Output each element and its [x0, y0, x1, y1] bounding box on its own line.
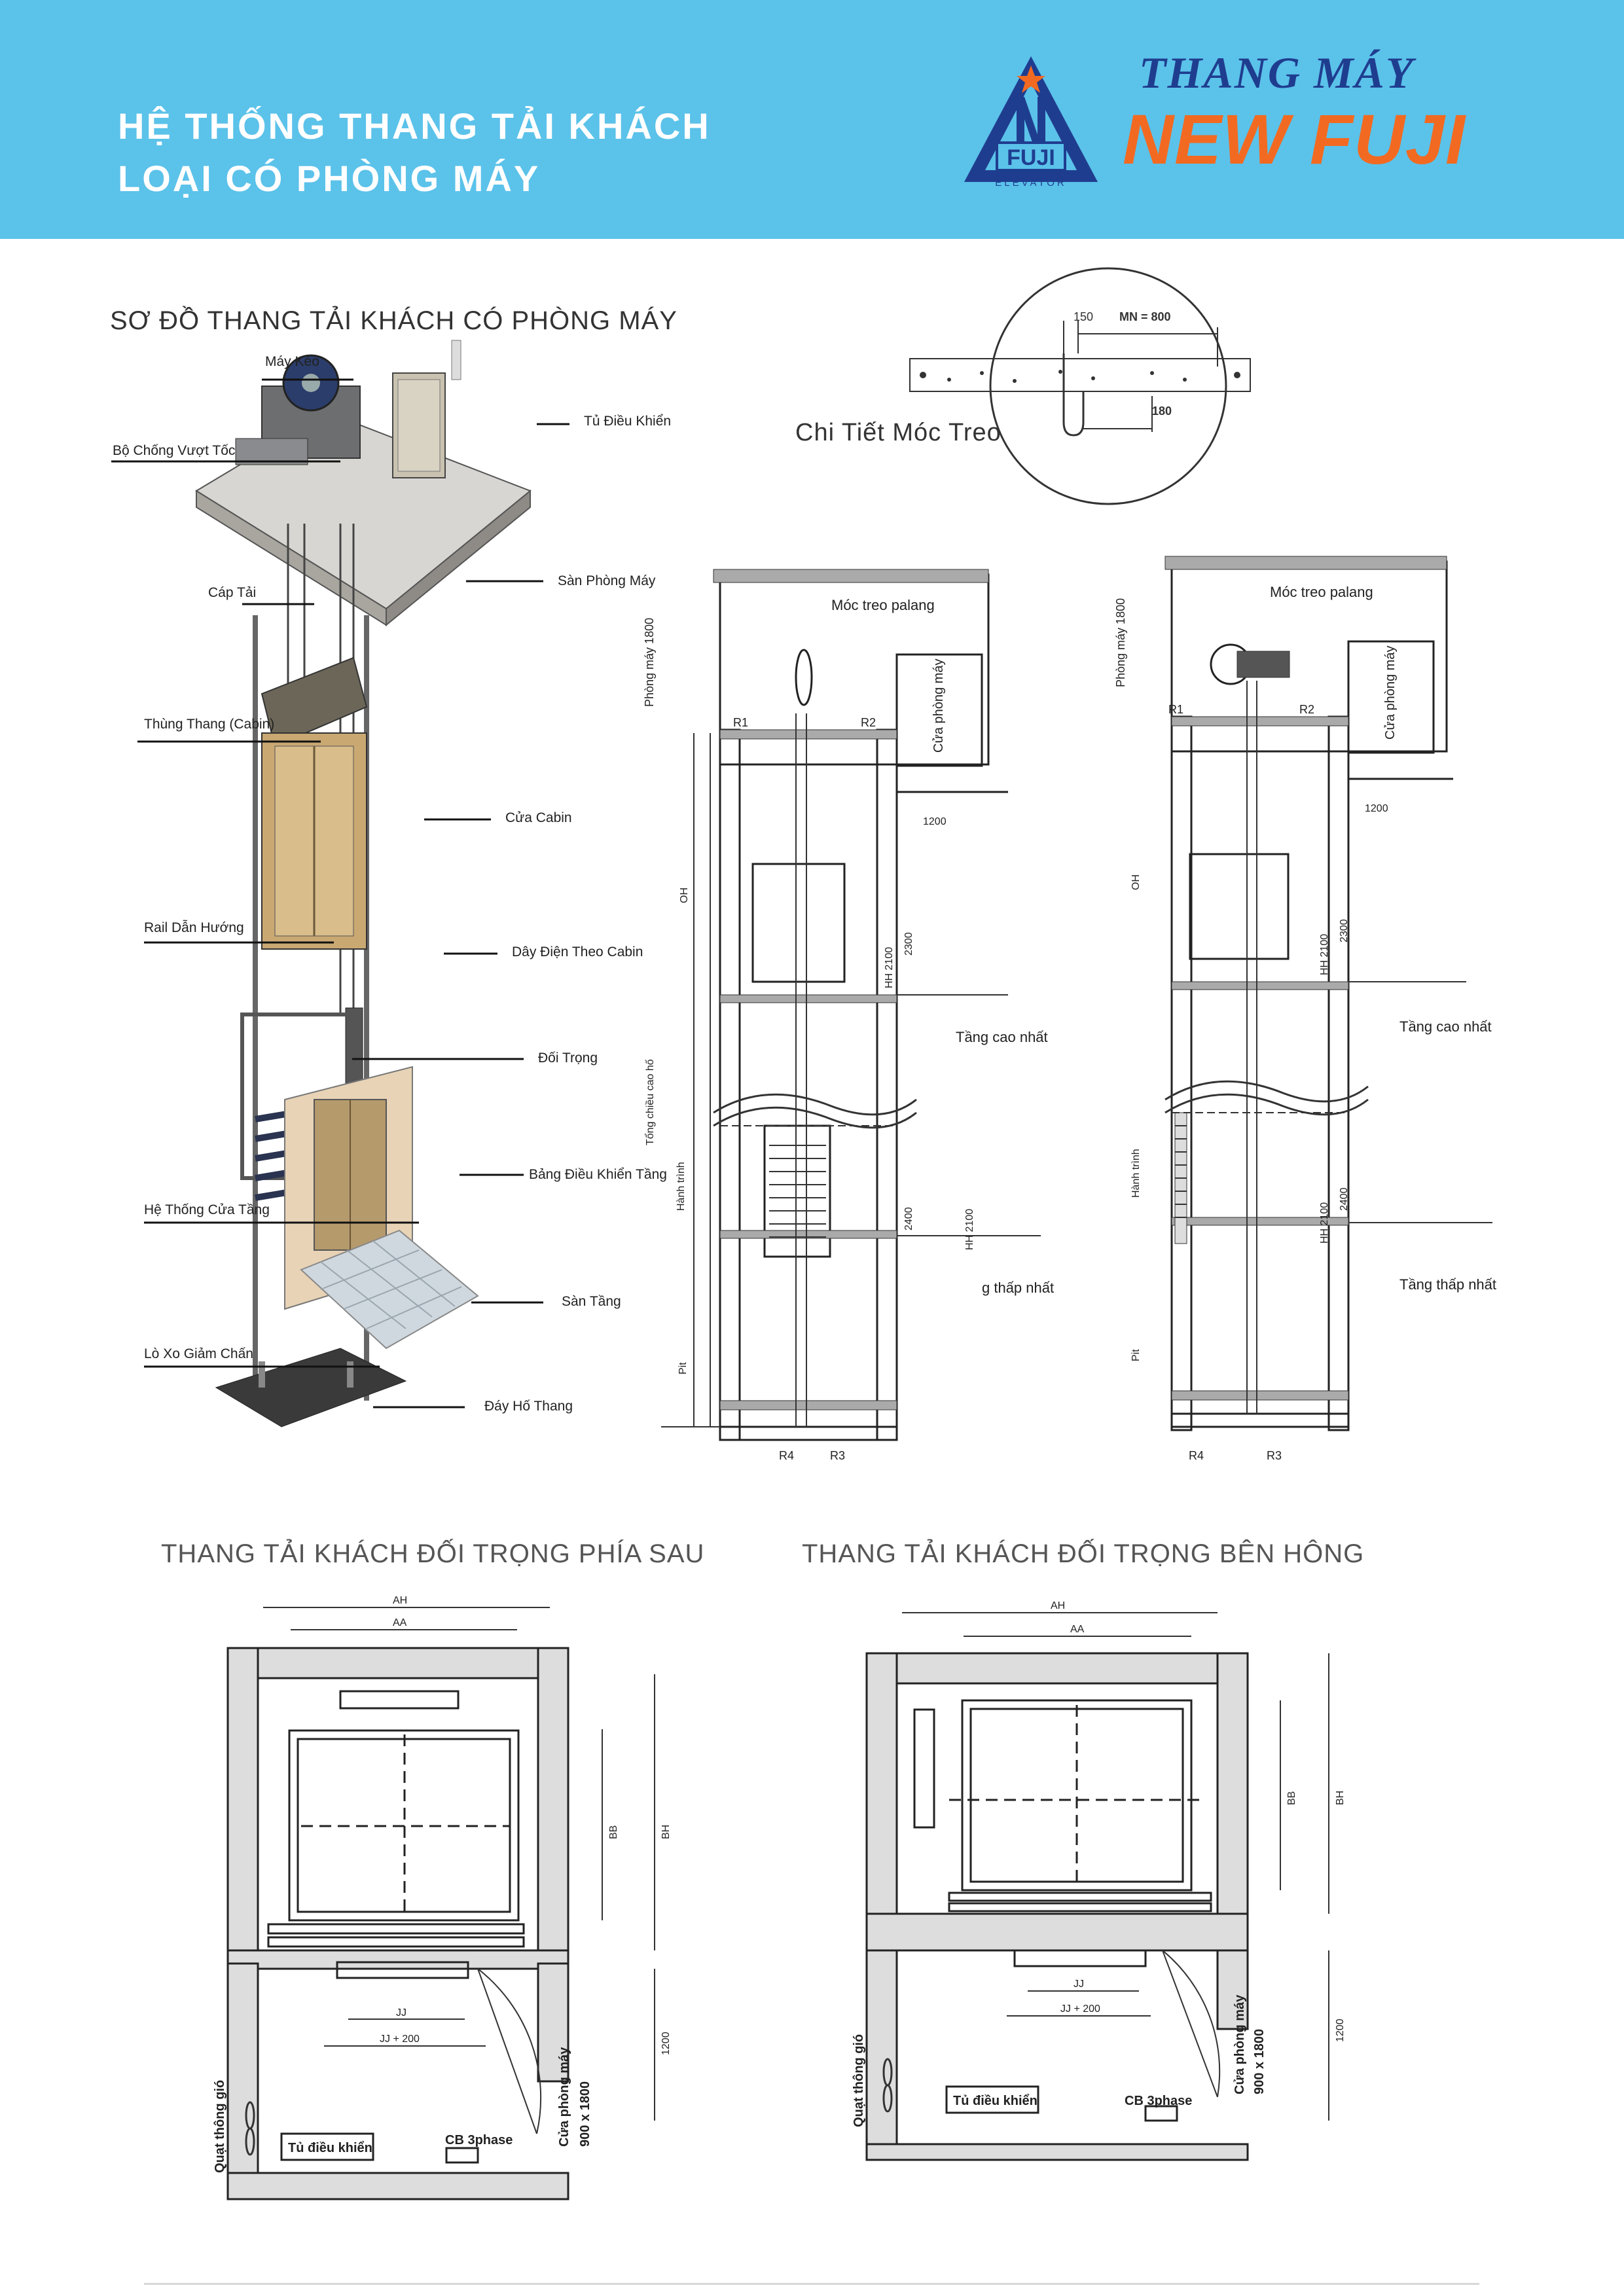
hook-150: 150	[1074, 310, 1093, 323]
fuji-logo: FUJI ELEVATOR	[964, 56, 1098, 188]
plan-b-cb: CB 3phase	[1125, 2094, 1192, 2108]
plan-title-rear: THANG TẢI KHÁCH ĐỐI TRỌNG PHÍA SAU	[161, 1539, 705, 1568]
rear-hh2100: HH 2100	[884, 947, 895, 988]
plan-title-side: THANG TẢI KHÁCH ĐỐI TRỌNG BÊN HÔNG	[802, 1539, 1365, 1568]
header-banner	[0, 0, 1624, 239]
label-cua-cabin: Cửa Cabin	[505, 810, 572, 825]
section-rear: Móc treo palang Phòng máy 1800 Cửa phòng…	[643, 569, 1054, 1462]
plan-a-ah: AH	[393, 1595, 407, 1606]
plan-a-door-size: 900 x 1800	[578, 2081, 592, 2147]
plan-rear: AH AA BB BH JJ JJ + 200 1200 Quạt thông …	[213, 1595, 672, 2200]
side-r4: R4	[1189, 1449, 1204, 1462]
header-title-line1: HỆ THỐNG THANG TẢI KHÁCH	[118, 105, 711, 147]
elevator-illustration	[195, 340, 532, 1427]
plan-b-ah: AH	[1051, 1600, 1065, 1611]
plan-a-jj: JJ	[396, 2007, 406, 2018]
hook-180: 180	[1152, 404, 1172, 418]
label-tu-dieu-khien: Tủ Điều Khiển	[584, 414, 672, 429]
label-lo-xo-giam-chan: Lò Xo Giảm Chấn	[144, 1346, 253, 1361]
rear-hh2100b: HH 2100	[964, 1209, 975, 1250]
header-title-line2: LOẠI CÓ PHÒNG MÁY	[118, 158, 541, 199]
rear-2300: 2300	[903, 932, 914, 956]
rear-r1: R1	[733, 716, 748, 729]
plan-a-cabinet: Tủ điều khiển	[288, 2141, 372, 2155]
hook-detail-title: Chi Tiết Móc Treo	[795, 419, 1001, 446]
plan-b-jj200: JJ + 200	[1060, 2003, 1100, 2015]
logo-text: FUJI	[1007, 145, 1055, 170]
side-hh2100: HH 2100	[1319, 934, 1330, 975]
plan-b-jj: JJ	[1074, 1979, 1084, 1990]
rear-2400: 2400	[903, 1207, 914, 1230]
plan-a-1200: 1200	[660, 2032, 672, 2055]
rear-r3: R3	[830, 1449, 845, 1462]
side-r1: R1	[1168, 703, 1183, 716]
rear-hook-label: Móc treo palang	[831, 597, 935, 613]
section-side: Móc treo palang Phòng máy 1800 Cửa phòng…	[1114, 556, 1496, 1462]
plan-a-fan: Quạt thông gió	[213, 2080, 227, 2173]
footer-divider	[144, 2283, 1479, 2285]
rear-r4: R4	[779, 1449, 794, 1462]
label-bang-dieu-khien-tang: Bảng Điều Khiển Tầng	[529, 1167, 667, 1182]
rear-top-floor: Tầng cao nhất	[956, 1029, 1048, 1045]
side-2400: 2400	[1339, 1187, 1350, 1211]
label-bo-chong-vuot-toc: Bộ Chống Vượt Tốc	[113, 443, 236, 458]
label-rail-dan-huong: Rail Dẫn Hướng	[144, 920, 244, 935]
side-top-floor: Tầng cao nhất	[1399, 1018, 1492, 1035]
side-hook-label: Móc treo palang	[1270, 584, 1373, 600]
rear-travel: Hành trình	[676, 1162, 687, 1211]
label-cap-tai: Cáp Tải	[208, 585, 257, 600]
side-r3: R3	[1267, 1449, 1282, 1462]
plan-b-fan: Quạt thông gió	[852, 2034, 866, 2127]
plan-a-bh: BH	[660, 1825, 672, 1839]
side-travel: Hành trình	[1130, 1149, 1142, 1198]
side-2300: 2300	[1339, 919, 1350, 942]
side-r2: R2	[1299, 703, 1314, 716]
side-pit: Pit	[1130, 1349, 1142, 1361]
diagram-title: SƠ ĐỒ THANG TẢI KHÁCH CÓ PHÒNG MÁY	[110, 306, 677, 335]
side-bottom-floor: Tầng thấp nhất	[1399, 1276, 1496, 1293]
side-hh2100b: HH 2100	[1319, 1202, 1330, 1244]
logo-sub: ELEVATOR	[995, 177, 1067, 188]
plan-b-1200: 1200	[1335, 2018, 1346, 2042]
side-machine-room: Phòng máy 1800	[1114, 598, 1127, 687]
label-day-ho-thang: Đáy Hố Thang	[484, 1399, 573, 1414]
brand-top: THANG MÁY	[1139, 48, 1415, 98]
plan-b-bh: BH	[1335, 1791, 1346, 1805]
label-thung-thang: Thùng Thang (Cabin)	[144, 717, 275, 732]
plan-a-bb: BB	[608, 1825, 619, 1839]
rear-total: Tổng chiều cao hố	[644, 1059, 656, 1145]
hook-detail: 150 MN = 800 180	[909, 267, 1251, 505]
label-doi-trong: Đối Trọng	[538, 1050, 598, 1066]
rear-pit: Pit	[677, 1362, 689, 1374]
label-he-thong-cua-tang: Hệ Thống Cửa Tầng	[144, 1202, 270, 1217]
hook-mn: MN = 800	[1119, 310, 1171, 323]
plan-side: AH AA BB BH JJ JJ + 200 1200 Quạt thông …	[852, 1600, 1346, 2161]
plan-b-cabinet: Tủ điều khiển	[953, 2094, 1038, 2108]
plan-b-bb: BB	[1286, 1791, 1297, 1805]
label-day-dien-theo-cabin: Dây Điện Theo Cabin	[512, 944, 643, 960]
rear-bottom-floor: g thấp nhất	[982, 1280, 1054, 1296]
plan-a-jj200: JJ + 200	[380, 2034, 420, 2045]
plan-a-aa: AA	[393, 1617, 407, 1628]
plan-a-cb: CB 3phase	[445, 2133, 513, 2147]
brand-bottom: NEW FUJI	[1123, 99, 1466, 179]
label-may-keo: Máy Kéo	[265, 354, 319, 369]
rear-r2: R2	[861, 716, 876, 729]
plan-b-door-size: 900 x 1800	[1252, 2029, 1267, 2094]
plan-a-door: Cửa phòng máy	[557, 2047, 571, 2147]
side-1200: 1200	[1365, 803, 1388, 814]
side-oh: OH	[1130, 874, 1142, 890]
rear-machine-room: Phòng máy 1800	[643, 618, 656, 707]
rear-oh: OH	[679, 888, 690, 903]
plan-b-aa: AA	[1070, 1624, 1085, 1635]
side-door-room: Cửa phòng máy	[1383, 646, 1398, 740]
rear-1200: 1200	[923, 816, 947, 827]
label-san-tang: Sàn Tầng	[562, 1294, 621, 1309]
label-san-phong-may: Sàn Phòng Máy	[558, 573, 656, 588]
plan-b-door: Cửa phòng máy	[1233, 1994, 1247, 2094]
rear-door-room: Cửa phòng máy	[931, 659, 946, 753]
